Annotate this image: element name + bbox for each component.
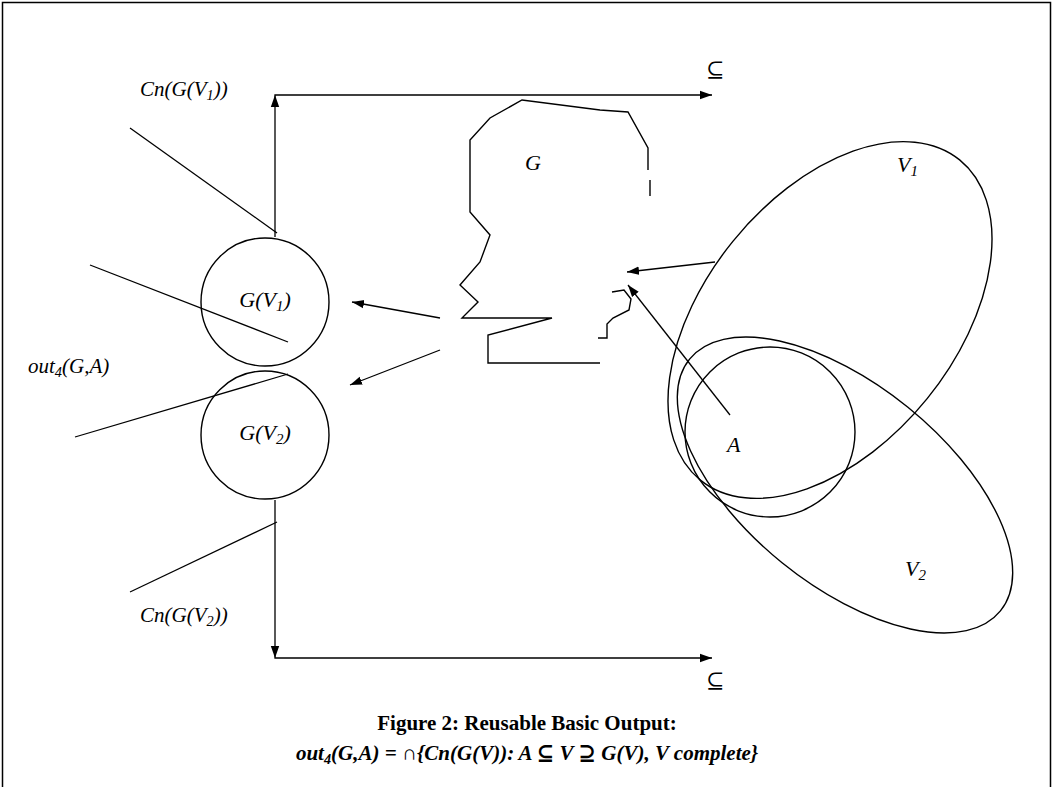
subscript: 4 (55, 364, 62, 380)
arrow-connector (271, 500, 712, 658)
subscript: 4 (324, 751, 331, 767)
arrow-line (627, 262, 715, 272)
subscript: 1 (276, 299, 283, 315)
set-label: G(V2) (239, 420, 290, 449)
set-ellipse-outline (677, 337, 1013, 633)
set-ellipse-outline (627, 281, 1054, 688)
subscript: 1 (910, 163, 917, 179)
head-figure-outline (460, 100, 648, 363)
set-label: G (525, 150, 541, 176)
head-figure-outline (598, 290, 631, 338)
set-circle-outline (201, 238, 329, 366)
leader-line (130, 522, 277, 592)
set-ellipse: V1A (668, 142, 992, 498)
subscript: 2 (207, 613, 214, 629)
set-circle-outline (685, 347, 855, 517)
set-label: A (727, 432, 740, 458)
set-label: V1 (897, 152, 918, 181)
leader-label: out4(G,A) (28, 354, 109, 381)
arrow-connector (350, 350, 440, 385)
set-label: G(V1) (239, 287, 290, 316)
arrow-line (350, 350, 440, 385)
arrow-connector (271, 95, 712, 237)
leader-label: Cn(G(V1)) (140, 77, 228, 104)
head-figure-outline (440, 95, 660, 375)
subset-label: ⊆ (706, 668, 724, 694)
set-ellipse-outline (603, 81, 1054, 559)
set-circle-outline (685, 347, 855, 517)
set-label: V2 (905, 556, 926, 585)
arrow-head (271, 95, 279, 107)
head-figure: G (440, 95, 660, 375)
leader-label: Cn(G(V2)) (140, 603, 228, 630)
leader-line (130, 128, 277, 233)
set-circle-outline (201, 371, 329, 499)
frame-border (3, 3, 1051, 787)
arrow-line (628, 285, 730, 415)
set-ellipse-outline (668, 142, 992, 498)
set-circle: G(V1) (200, 237, 330, 367)
subscript: 2 (918, 567, 925, 583)
set-circle: G(V2) (200, 370, 330, 500)
subscript: 1 (207, 87, 214, 103)
figure-formula: out4(G,A) = ∩{Cn(G(V)): A ⊆ V ⊇ G(V), V … (0, 741, 1054, 768)
set-circle: A (685, 347, 855, 517)
subscript: 2 (276, 432, 283, 448)
head-figure-outline (649, 180, 650, 196)
subset-label: ⊆ (706, 57, 724, 83)
arrow-line (352, 302, 440, 318)
arrow-connector (627, 262, 715, 272)
arrow-connector (352, 302, 440, 318)
figure-title: Figure 2: Reusable Basic Output: (0, 711, 1054, 736)
set-ellipse: V2 (677, 337, 1013, 633)
arrow-line (275, 500, 712, 658)
arrow-connector (628, 285, 730, 415)
arrow-head (271, 646, 279, 658)
